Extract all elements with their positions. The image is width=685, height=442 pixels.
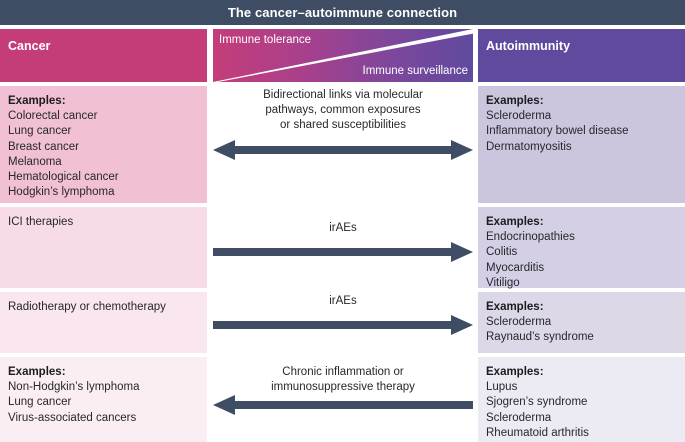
caption-line: immunosuppressive therapy — [271, 381, 415, 393]
cell-item: Endocrinopathies — [486, 231, 575, 244]
caption-line: irAEs — [329, 295, 357, 307]
connector-cell-row-4: Chronic inflammation or immunosuppressiv… — [213, 357, 473, 442]
left-arrow-icon — [213, 395, 473, 415]
cell-item: Myocarditis — [486, 261, 545, 274]
cell-lead-label: Examples: — [8, 95, 66, 107]
connector-cell-row-2: irAEs — [213, 207, 473, 288]
cell-lead-label: Examples: — [486, 301, 544, 313]
connector-cell-row-1: Bidirectional links via molecular pathwa… — [213, 86, 473, 203]
cell-item: Non-Hodgkin’s lymphoma — [8, 381, 140, 394]
caption-line: irAEs — [329, 222, 357, 234]
cell-item: Lung cancer — [8, 396, 72, 409]
cell-item: Lupus — [486, 381, 518, 394]
cancer-cell-row-2: ICI therapies — [0, 207, 207, 288]
figure-title: The cancer–autoimmune connection — [227, 5, 458, 20]
cell-item: Radiotherapy or chemotherapy — [8, 301, 166, 313]
cell-lead-label: Examples: — [8, 366, 66, 378]
cell-item: Colitis — [486, 246, 518, 259]
cell-lead-label: Examples: — [486, 95, 544, 107]
caption-line: or shared susceptibilities — [280, 119, 406, 131]
figure-title-bar: The cancer–autoimmune connection — [0, 0, 685, 25]
cell-item: Rheumatoid arthritis — [486, 426, 589, 439]
cell-item: Melanoma — [8, 155, 62, 168]
cell-item: Vitiligo — [486, 276, 520, 289]
autoimmunity-cell-row-4: Examples: Lupus Sjogren’s syndrome Scler… — [478, 357, 685, 442]
cancer-cell-row-3: Radiotherapy or chemotherapy — [0, 292, 207, 353]
cell-lead-label: Examples: — [486, 366, 544, 378]
cell-item: Raynaud’s syndrome — [486, 331, 594, 344]
cell-item: Scleroderma — [486, 411, 552, 424]
cancer-header-label: Cancer — [8, 39, 51, 53]
bidirectional-arrow-icon — [213, 140, 473, 160]
caption-line: Bidirectional links via molecular — [263, 89, 423, 101]
right-arrow-icon — [213, 315, 473, 335]
cell-item: Scleroderma — [486, 316, 552, 329]
connector-caption-row-1: Bidirectional links via molecular pathwa… — [213, 88, 473, 133]
autoimmunity-cell-row-1: Examples: Scleroderma Inflammatory bowel… — [478, 86, 685, 203]
connector-caption-row-3: irAEs — [213, 294, 473, 309]
cell-item: Colorectal cancer — [8, 110, 98, 123]
connector-caption-row-4: Chronic inflammation or immunosuppressiv… — [213, 365, 473, 395]
caption-line: Chronic inflammation or — [282, 366, 404, 378]
autoimmunity-cell-row-2: Examples: Endocrinopathies Colitis Myoca… — [478, 207, 685, 289]
cell-item: Lung cancer — [8, 125, 72, 138]
cell-item: ICI therapies — [8, 216, 74, 228]
cell-item: Dermatomyositis — [486, 140, 572, 153]
connector-cell-row-3: irAEs — [213, 292, 473, 353]
immune-gradient-band: Immune tolerance Immune surveillance — [213, 29, 473, 82]
right-arrow-icon — [213, 242, 473, 262]
cancer-cell-row-1: Examples: Colorectal cancer Lung cancer … — [0, 86, 207, 203]
cell-item: Sjogren’s syndrome — [486, 396, 588, 409]
connector-caption-row-2: irAEs — [213, 221, 473, 236]
cell-lead-label: Examples: — [486, 216, 544, 228]
cell-item: Hodgkin’s lymphoma — [8, 186, 115, 199]
autoimmunity-cell-row-3: Examples: Scleroderma Raynaud’s syndrome — [478, 292, 685, 353]
cancer-column-header: Cancer — [0, 29, 207, 82]
immune-tolerance-label: Immune tolerance — [219, 34, 312, 46]
cell-item: Scleroderma — [486, 110, 552, 123]
cell-item: Hematological cancer — [8, 171, 119, 184]
autoimmunity-column-header: Autoimmunity — [478, 29, 685, 82]
caption-line: pathways, common exposures — [265, 104, 421, 116]
cancer-cell-row-4: Examples: Non-Hodgkin’s lymphoma Lung ca… — [0, 357, 207, 442]
cell-item: Inflammatory bowel disease — [486, 125, 629, 138]
cell-item: Virus-associated cancers — [8, 411, 137, 424]
cell-item: Breast cancer — [8, 140, 79, 153]
immune-surveillance-label: Immune surveillance — [362, 65, 468, 77]
autoimmunity-header-label: Autoimmunity — [486, 39, 571, 53]
